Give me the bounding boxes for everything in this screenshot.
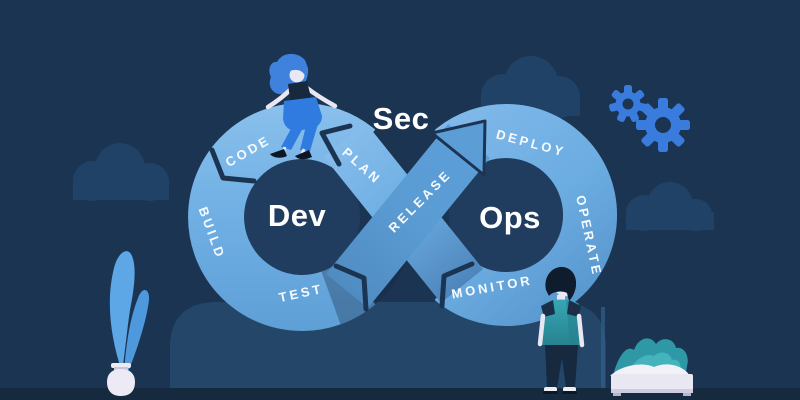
dev-title: Dev — [267, 198, 327, 233]
release-band — [326, 123, 490, 309]
gears-icon — [609, 85, 690, 152]
cloud-right — [626, 182, 714, 231]
ops-title: Ops — [479, 200, 541, 235]
plant-vase — [107, 251, 150, 396]
infinity-loop — [188, 103, 618, 331]
sec-title: Sec — [372, 101, 430, 136]
band-seams — [209, 123, 475, 312]
release-arrowhead — [430, 119, 487, 177]
ops-ring — [434, 104, 618, 326]
dev-loop-hole — [244, 159, 360, 275]
sitting-woman-figure — [265, 53, 338, 160]
planter-box — [610, 338, 693, 396]
ops-loop-hole — [449, 158, 563, 272]
floor — [0, 388, 800, 400]
cloud-left — [73, 143, 169, 201]
standing-man-figure — [537, 266, 585, 394]
dev-ring — [188, 103, 376, 331]
